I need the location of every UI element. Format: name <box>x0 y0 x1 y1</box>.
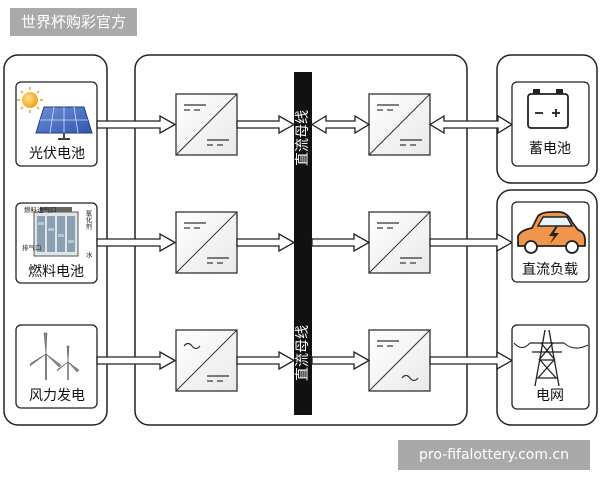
arrow-wind-to-converter <box>96 350 177 371</box>
fuel-out-label: 排气口 <box>22 243 42 252</box>
arrow-bus-to-load-converter <box>311 232 371 253</box>
arrow-converter-wind-to-bus <box>236 350 296 371</box>
dc-bus-label-bottom: 直流母线 <box>294 325 311 381</box>
converter-dc-dc-pv <box>175 93 238 156</box>
wind-turbine-icon <box>29 332 80 380</box>
fuel-in-label: 燃料进气口 <box>24 205 57 214</box>
fuel-in-text: 燃料进气口 <box>24 205 57 214</box>
arrow-converter-pv-to-bus <box>236 114 296 135</box>
battery-group-box <box>496 54 598 184</box>
converter-dc-ac-grid <box>368 329 431 392</box>
dc-load: 直流负载 <box>511 201 590 283</box>
load-group-box <box>496 189 598 426</box>
arrow-converter-to-grid <box>429 350 514 371</box>
arrow-converter-to-dc-load <box>429 232 514 253</box>
electric-car-icon <box>517 211 586 254</box>
power-tower-icon <box>513 329 589 387</box>
fuel-cell-source: 燃料进气口 排气口 氧化剂 水 燃料电池 <box>15 202 98 284</box>
fuel-cell-label: 燃料电池 <box>28 263 84 280</box>
arrow-converter-battery-bidirectional <box>428 114 514 135</box>
grid-label: 电网 <box>536 388 564 404</box>
fuel-cell-icon <box>33 207 79 257</box>
watermark-bottom: pro-fifalottery.com.cn <box>398 440 590 470</box>
pv-label: 光伏电池 <box>29 146 85 162</box>
arrow-bus-battery-converter-bidirectional <box>310 114 371 135</box>
solar-panel-icon <box>17 87 93 140</box>
dc-load-label: 直流负载 <box>522 261 578 278</box>
converter-dc-dc-fuel-cell <box>175 211 238 274</box>
dc-bus-label-top: 直流母线 <box>294 110 311 166</box>
arrow-fuel-cell-to-converter <box>96 232 177 253</box>
wind-source: 风力发电 <box>15 324 98 409</box>
converter-dc-dc-load <box>368 211 431 274</box>
water-label: 水 <box>86 250 93 259</box>
wind-label: 风力发电 <box>29 388 85 404</box>
arrow-converter-fuel-to-bus <box>236 232 296 253</box>
arrow-bus-to-grid-converter <box>311 350 371 371</box>
pv-source: 光伏电池 <box>15 81 98 167</box>
battery-icon <box>527 89 569 129</box>
converter-ac-dc-wind <box>175 329 238 392</box>
battery-load: 蓄电池 <box>511 81 590 167</box>
grid-load: 电网 <box>511 324 590 410</box>
dc-bus-bar <box>294 72 312 415</box>
arrow-pv-to-converter <box>96 114 177 135</box>
oxidant-label: 氧化剂 <box>84 209 92 231</box>
watermark-top: 世界杯购彩官方 <box>10 8 138 36</box>
converter-dc-dc-battery <box>368 93 431 156</box>
battery-label: 蓄电池 <box>529 141 571 157</box>
